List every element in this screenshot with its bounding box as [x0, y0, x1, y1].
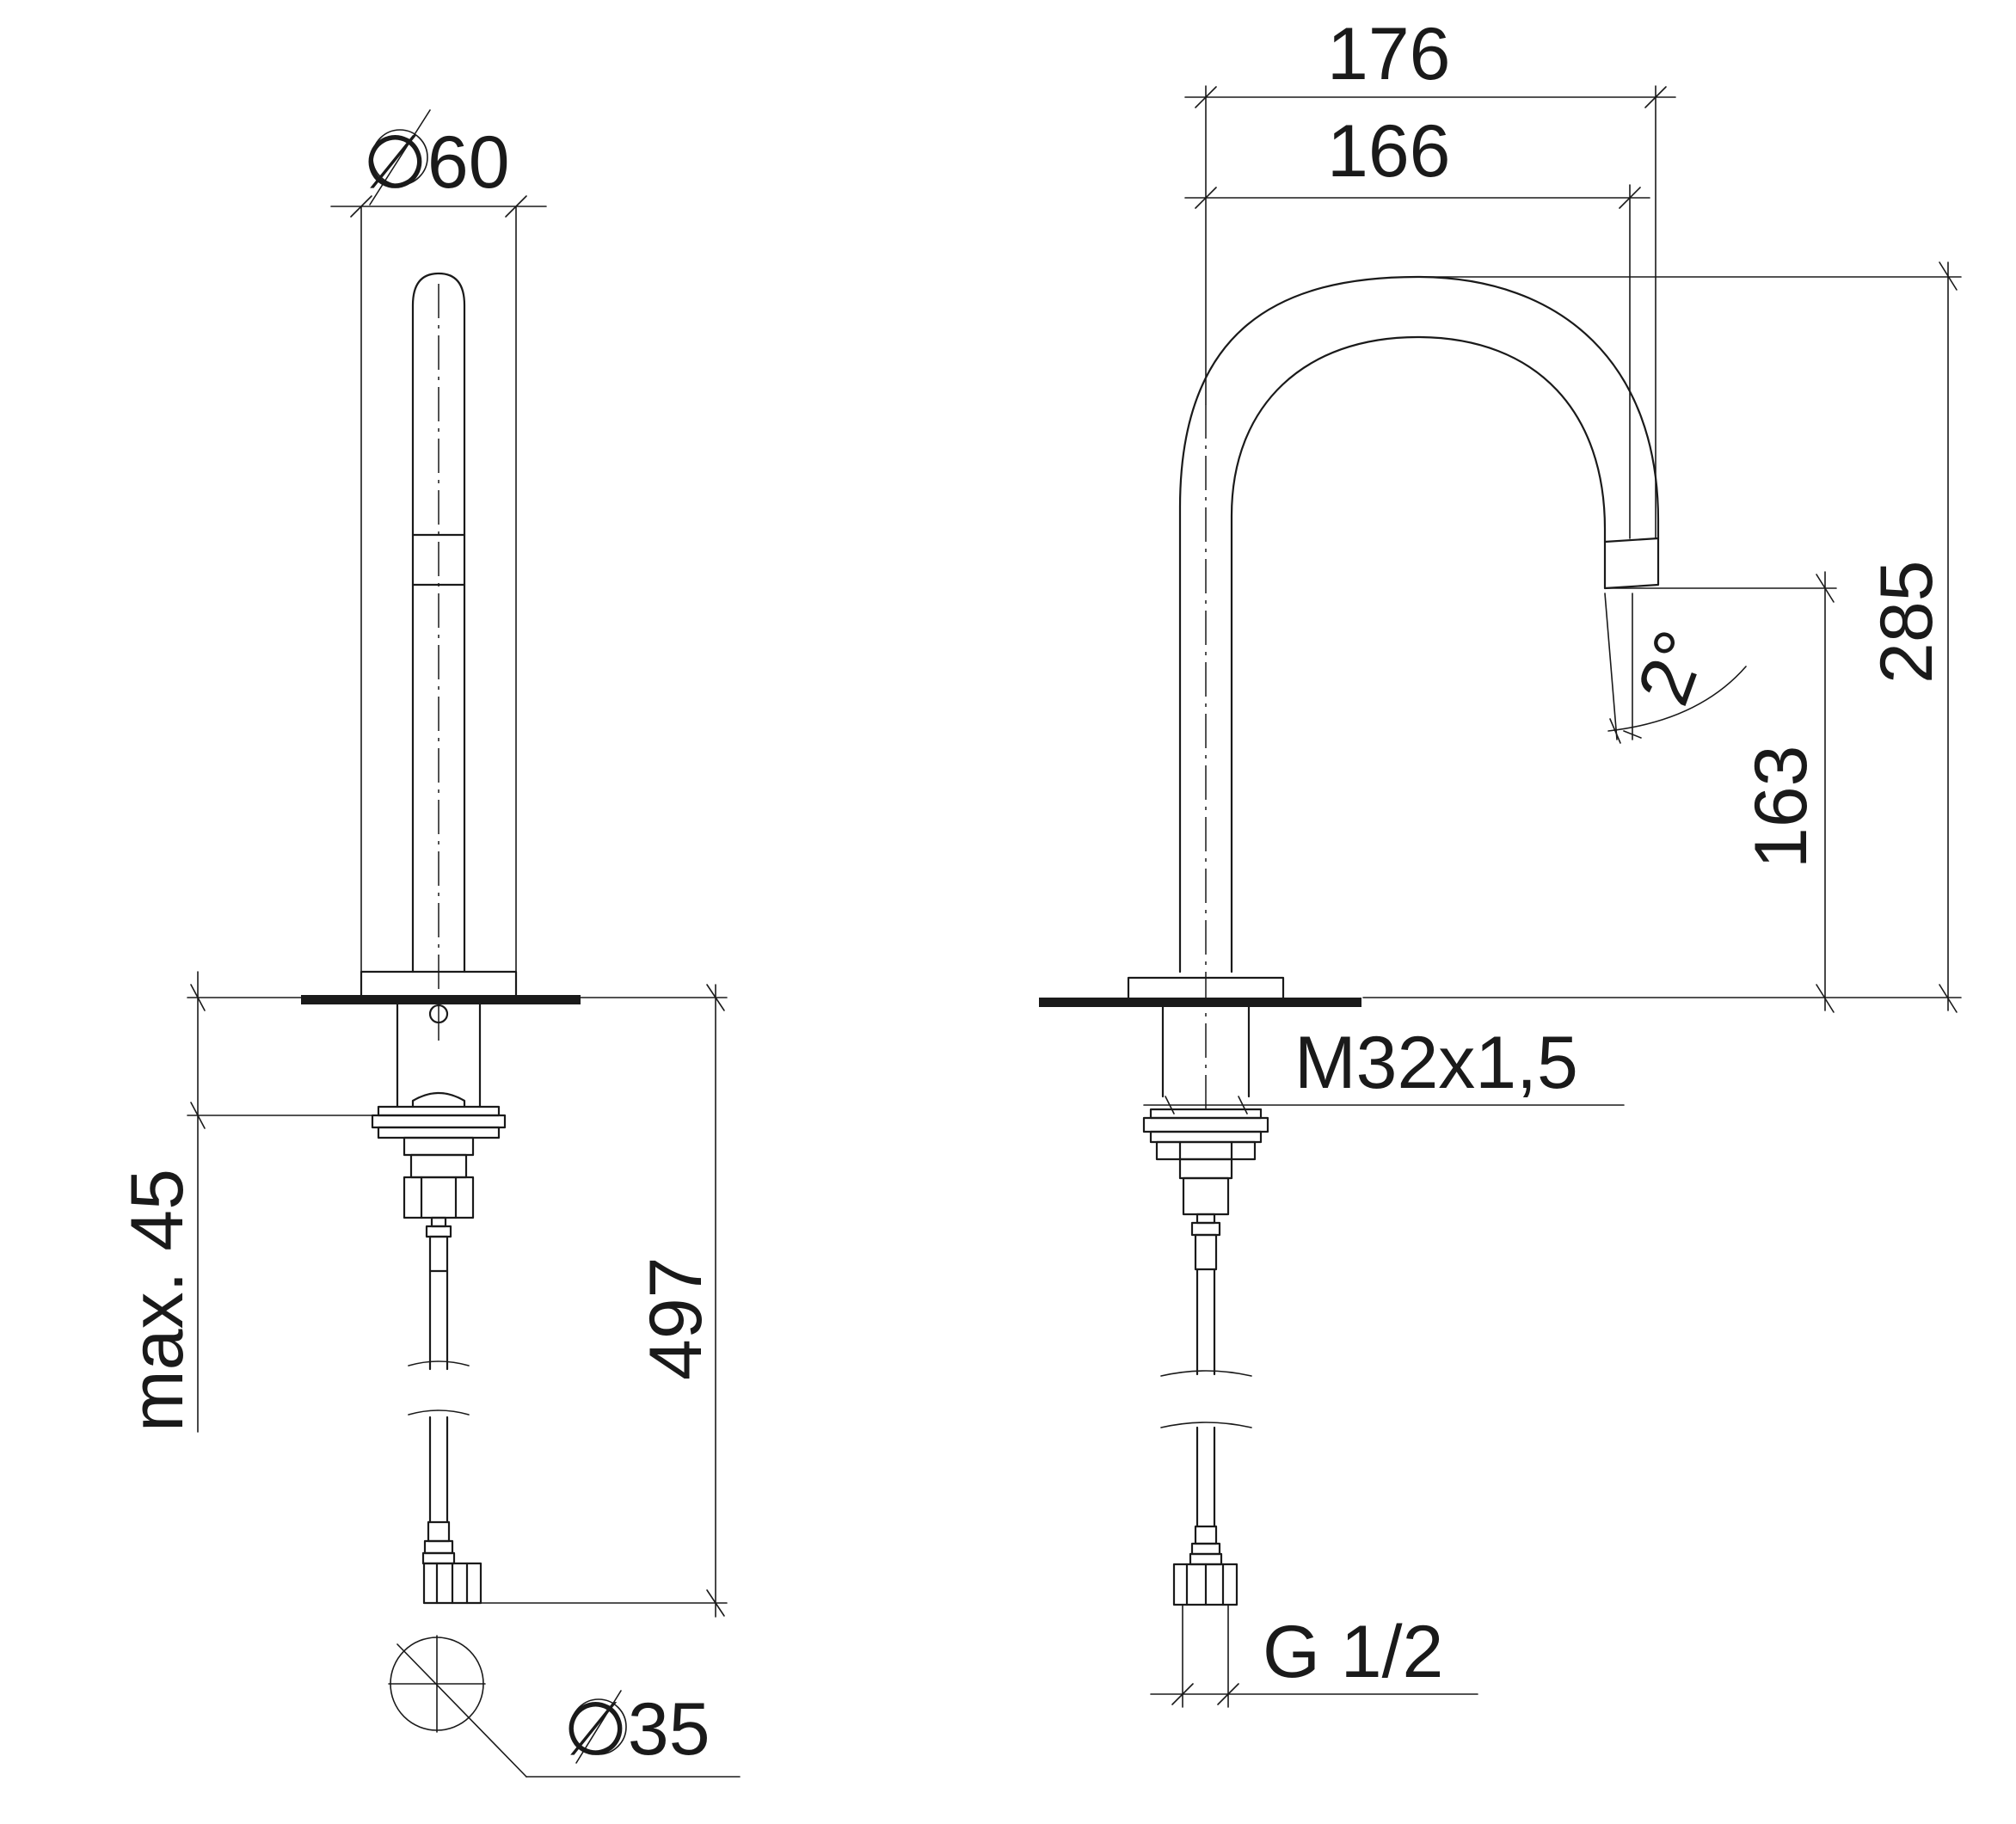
label-connection: G 1/2 — [1263, 1611, 1443, 1693]
dim-outlet-angle: 2° — [1604, 593, 1747, 744]
front-view: ∅60 — [116, 109, 741, 1778]
label-outlet-height: 163 — [1740, 746, 1822, 869]
dim-reach-inner: 166 — [1184, 110, 1650, 539]
front-hose — [408, 1216, 482, 1605]
side-hose — [1160, 1213, 1252, 1606]
label-thread: M32x1,5 — [1294, 1022, 1578, 1104]
dim-hose-length: 497 — [481, 984, 728, 1618]
side-mounting-nut — [1142, 1108, 1269, 1216]
dim-outlet-height: 163 — [1604, 571, 1837, 1013]
dim-thread: M32x1,5 — [1143, 1022, 1625, 1115]
label-outlet-angle: 2° — [1622, 620, 1724, 715]
label-total-height: 285 — [1865, 561, 1948, 685]
dim-mounting-depth: max. 45 — [116, 971, 414, 1433]
dim-hose-diameter: ∅35 — [388, 1635, 741, 1778]
dim-connection: G 1/2 — [1150, 1604, 1478, 1708]
label-hose-length: 497 — [635, 1257, 717, 1381]
dim-front-top-diameter: ∅60 — [330, 109, 547, 973]
label-top-diameter: ∅60 — [363, 121, 510, 204]
front-mounting-nut — [371, 1092, 507, 1219]
dim-reach-outer: 176 — [1184, 13, 1676, 539]
side-base — [1039, 976, 1361, 1098]
front-base — [301, 970, 581, 1109]
label-reach-inner: 166 — [1327, 110, 1451, 193]
label-hose-diameter: ∅35 — [563, 1688, 710, 1771]
front-spout — [411, 272, 466, 1041]
label-mounting-depth: max. 45 — [116, 1169, 199, 1432]
dim-total-height: 285 — [1362, 261, 1962, 1013]
side-view: 176 166 285 163 — [1039, 13, 1962, 1708]
label-reach-outer: 176 — [1327, 13, 1451, 95]
side-spout — [1178, 275, 1660, 1109]
